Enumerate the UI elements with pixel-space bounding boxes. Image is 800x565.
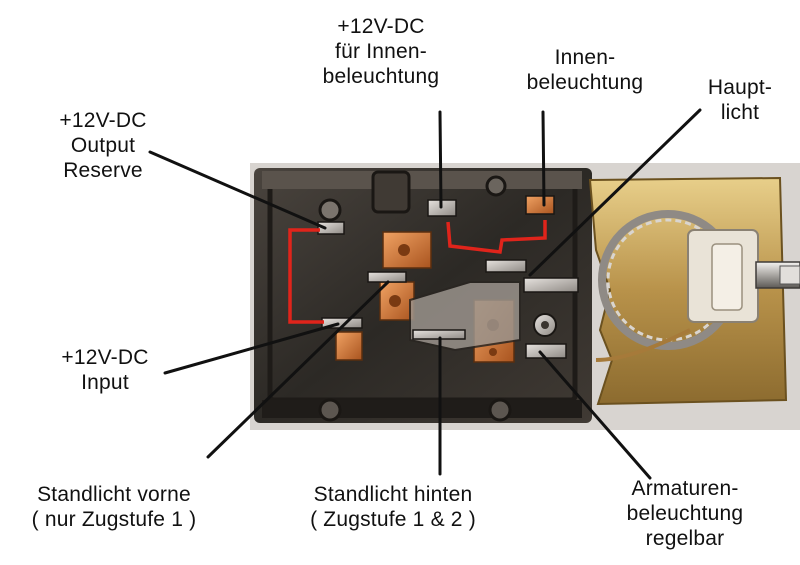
jumper-output-input bbox=[288, 228, 324, 324]
label-line: beleuchtung bbox=[526, 71, 644, 94]
label-line: Innen- bbox=[554, 46, 616, 69]
jumper-innen bbox=[446, 220, 547, 254]
rivet bbox=[389, 295, 401, 307]
label-stand-hinten: Standlicht hinten( Zugstufe 1 & 2 ) bbox=[288, 482, 498, 532]
label-line: Output bbox=[70, 134, 136, 157]
label-line: regelbar bbox=[645, 527, 725, 550]
copper-pad bbox=[379, 281, 415, 321]
leader-innen bbox=[541, 110, 546, 207]
terminal-blade bbox=[523, 277, 579, 293]
label-line: Input bbox=[81, 371, 129, 394]
label-haupt: Haupt-licht bbox=[690, 75, 790, 125]
leader-armaturen bbox=[538, 350, 652, 480]
knob-rod-tip bbox=[779, 265, 800, 285]
housing-top-rail bbox=[262, 171, 582, 189]
rivet bbox=[489, 348, 497, 356]
mount-hole bbox=[318, 398, 342, 422]
terminal-eyelet-hole bbox=[541, 321, 549, 329]
label-line: ( nur Zugstufe 1 ) bbox=[31, 508, 197, 531]
terminal-blade bbox=[525, 195, 555, 215]
label-line: für Innen- bbox=[335, 40, 427, 63]
label-innen: Innen-beleuchtung bbox=[500, 45, 670, 95]
leader-input bbox=[163, 322, 340, 375]
leader-stand-vorne bbox=[206, 280, 390, 459]
leader-lines bbox=[148, 108, 702, 480]
terminal-blade bbox=[367, 271, 407, 283]
terminal-blade bbox=[525, 343, 567, 359]
red-jumpers bbox=[288, 220, 547, 324]
mount-hole bbox=[485, 175, 507, 197]
label-line: +12V-DC bbox=[61, 346, 149, 369]
label-line: ( Zugstufe 1 & 2 ) bbox=[310, 508, 476, 531]
label-line: Reserve bbox=[63, 159, 143, 182]
copper-pad bbox=[335, 331, 363, 361]
label-stand-vorne: Standlicht vorne( nur Zugstufe 1 ) bbox=[4, 482, 224, 532]
mount-hole bbox=[488, 398, 512, 422]
label-line: Haupt- bbox=[707, 76, 773, 99]
label-line: beleuchtung bbox=[322, 65, 440, 88]
top-post bbox=[371, 170, 411, 214]
label-line: Standlicht vorne bbox=[37, 483, 191, 506]
label-line: +12V-DC bbox=[337, 15, 425, 38]
terminal-blade bbox=[485, 259, 527, 273]
mount-hole bbox=[318, 198, 342, 222]
rheostat-collar bbox=[711, 243, 743, 311]
leader-reserve bbox=[148, 150, 327, 230]
rheostat-wire bbox=[595, 328, 691, 362]
label-line: Armaturen- bbox=[631, 477, 739, 500]
label-line: beleuchtung bbox=[626, 502, 744, 525]
leader-haupt bbox=[528, 108, 702, 277]
leader-innen-supply bbox=[438, 110, 443, 209]
label-line: licht bbox=[720, 101, 760, 124]
label-line: Standlicht hinten bbox=[313, 483, 473, 506]
rivet bbox=[398, 244, 410, 256]
housing-bottom-rail bbox=[262, 400, 582, 418]
terminal-blade bbox=[317, 221, 345, 235]
label-line: +12V-DC bbox=[59, 109, 147, 132]
